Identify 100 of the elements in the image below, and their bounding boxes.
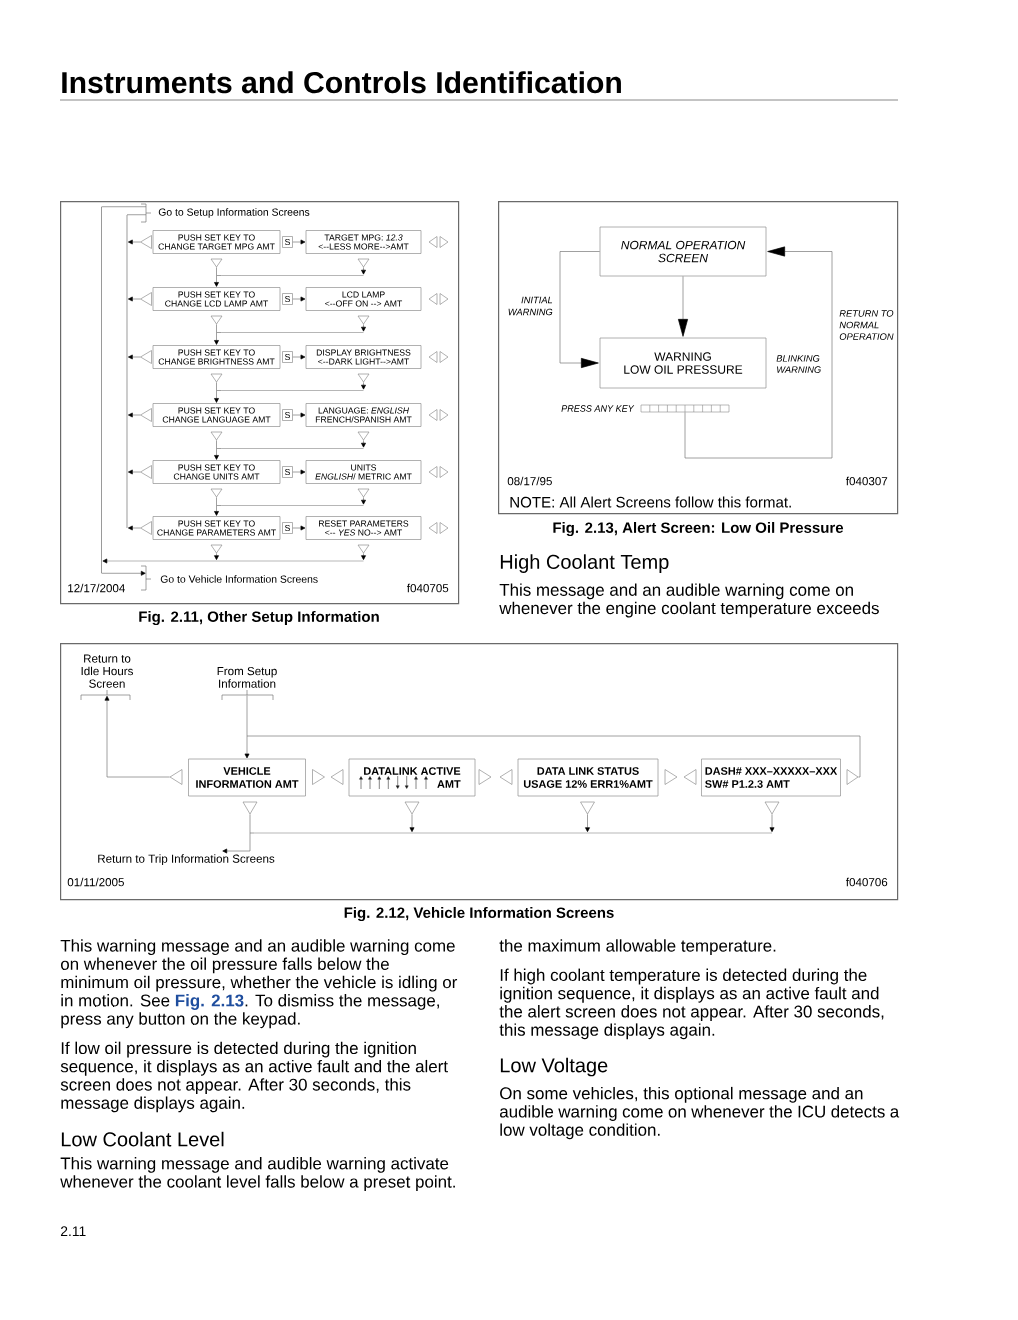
figure-caption: Fig. 2.13, Alert Screen: Low Oil Pressure xyxy=(553,522,844,537)
left-triangle xyxy=(169,769,183,785)
bus-line xyxy=(222,332,364,333)
connector-line xyxy=(249,813,251,834)
screen-box: PUSH SET KEY TO CHANGE BRIGHTNESS AMT xyxy=(152,345,281,369)
arrow xyxy=(292,354,306,360)
down-triangle xyxy=(357,373,370,383)
figure-caption: Fig. 2.11, Other Setup Information xyxy=(139,611,379,626)
arrow xyxy=(361,496,366,505)
date: 08/17/95 xyxy=(507,476,552,486)
screen-box: LANGUAGE: ENGLISH FRENCH/SPANISH AMT xyxy=(305,403,422,427)
arrow xyxy=(361,439,366,448)
flow-label: From Setup Information xyxy=(217,667,277,688)
section-heading: Low Voltage xyxy=(500,1057,608,1077)
date: 12/17/2004 xyxy=(68,583,125,593)
page-number: 2.11 xyxy=(60,1226,86,1236)
down-triangle xyxy=(404,801,420,815)
screen-box: WARNING LOW OIL PRESSURE xyxy=(599,337,767,389)
arrow xyxy=(678,276,688,337)
figure-caption: Fig. 2.12, Vehicle Information Screens xyxy=(344,907,614,922)
arrow xyxy=(214,275,219,287)
arrow xyxy=(361,381,366,390)
body-paragraph: This warning message and an audible warning come on whenever the oil pressure falls below the minimum oil pressure, whether the vehicle is idling or in motion. See Fig. 2.13. To dismiss the message, press any button on the keypad. xyxy=(60,939,458,1029)
connector-line xyxy=(216,496,217,506)
arrow xyxy=(128,469,141,475)
arrow xyxy=(292,239,306,245)
down-triangle xyxy=(357,431,370,441)
arrow xyxy=(361,552,366,560)
arrow xyxy=(585,813,590,832)
arrow xyxy=(214,390,219,403)
screen-box: RESET PARAMETERS <-- YES NO--> AMT xyxy=(305,516,422,540)
screen-box: UNITS ENGLISH/ METRIC AMT xyxy=(305,460,422,484)
bus-line xyxy=(222,505,364,506)
down-triangle xyxy=(357,488,370,498)
screen-box: DASH# XXX–XXXXX–XXX SW# P1.2.3 AMT xyxy=(701,758,841,797)
down-triangle xyxy=(764,801,780,815)
arrow xyxy=(361,323,366,332)
screen-box: NORMAL OPERATION SCREEN xyxy=(599,226,767,277)
body-paragraph: This warning message and audible warning activate whenever the coolant level falls below a preset point. xyxy=(60,1157,455,1192)
key-box: S xyxy=(282,293,293,305)
figure-code: f040307 xyxy=(846,476,888,486)
down-triangle xyxy=(210,488,223,498)
key-box: S xyxy=(282,351,293,363)
body-paragraph: the maximum allowable temperature. xyxy=(499,939,776,956)
bus-line xyxy=(101,207,102,573)
key-box: S xyxy=(282,409,293,421)
left-triangle xyxy=(140,235,152,249)
page-title: Instruments and Controls Identification xyxy=(62,71,621,94)
screen-box: DISPLAY BRIGHTNESS <--DARK LIGHT-->AMT xyxy=(305,345,422,369)
section-heading: High Coolant Temp xyxy=(500,554,669,573)
screen-box: DATA LINK STATUS USAGE 12% ERR1%AMT xyxy=(517,758,659,797)
body-paragraph: If low oil pressure is detected during the ignition sequence, it displays as an active fault and the alert screen does not appear. After 30 seconds, this message displays again. xyxy=(60,1041,448,1113)
date: 01/11/2005 xyxy=(67,877,124,887)
arrow xyxy=(244,735,250,759)
body-paragraph: On some vehicles, this optional message and an audible warning come on whenever the ICU detects a low voltage condition. xyxy=(500,1086,900,1140)
arrow xyxy=(128,239,141,245)
down-triangle xyxy=(357,258,370,268)
connector-line xyxy=(126,214,147,216)
left-triangle xyxy=(140,408,152,422)
arrow xyxy=(214,448,219,460)
bus-line xyxy=(222,390,364,391)
arrow xyxy=(361,266,366,275)
connector-line xyxy=(216,266,217,276)
screen-box: DATALINK ACTIVE AMT xyxy=(348,758,476,797)
connector-line xyxy=(216,323,217,333)
screen-box: PUSH SET KEY TO CHANGE TARGET MPG AMT xyxy=(152,230,281,254)
connector-line xyxy=(216,390,223,391)
connector-line xyxy=(216,505,223,506)
down-triangle xyxy=(210,258,223,268)
down-triangle xyxy=(210,431,223,441)
arrow xyxy=(214,552,219,560)
screen-box: VEHICLE INFORMATION AMT xyxy=(188,758,306,797)
screen-box: LCD LAMP <--OFF ON --> AMT xyxy=(305,287,422,311)
flow-label: Return to Trip Information Screens xyxy=(98,854,275,866)
connector-line xyxy=(216,439,217,449)
connector-line xyxy=(246,735,861,778)
down-triangle xyxy=(580,801,595,815)
edge-label: RETURN TO NORMAL OPERATION xyxy=(839,310,894,340)
down-triangle xyxy=(357,544,370,554)
key-box: S xyxy=(282,236,293,248)
body-paragraph: This message and an audible warning come on whenever the engine coolant temperature exceeds xyxy=(499,583,879,618)
note: NOTE: All Alert Screens follow this format. xyxy=(510,496,791,508)
screen-box: TARGET MPG: 12.3 <--LESS MORE-->AMT xyxy=(305,230,422,254)
arrow xyxy=(102,558,109,564)
left-triangle xyxy=(140,521,152,535)
connector-line xyxy=(216,275,223,276)
screen-box: PUSH SET KEY TO CHANGE UNITS AMT xyxy=(152,460,281,484)
left-triangle xyxy=(140,292,152,306)
arrow xyxy=(292,525,306,531)
connector-line xyxy=(101,206,147,208)
bus-line xyxy=(222,275,364,276)
arrow xyxy=(292,469,306,475)
status-note: BLINKING WARNING xyxy=(776,355,821,373)
screen-box: PUSH SET KEY TO CHANGE LCD LAMP AMT xyxy=(152,287,281,311)
screen-box: PUSH SET KEY TO CHANGE LANGUAGE AMT xyxy=(152,403,281,427)
screen-box: PUSH SET KEY TO CHANGE PARAMETERS AMT xyxy=(152,516,281,540)
connector-line xyxy=(216,332,223,333)
arrow xyxy=(559,251,600,368)
edge-label: INITIAL WARNING xyxy=(508,296,553,316)
arrow xyxy=(104,695,171,778)
